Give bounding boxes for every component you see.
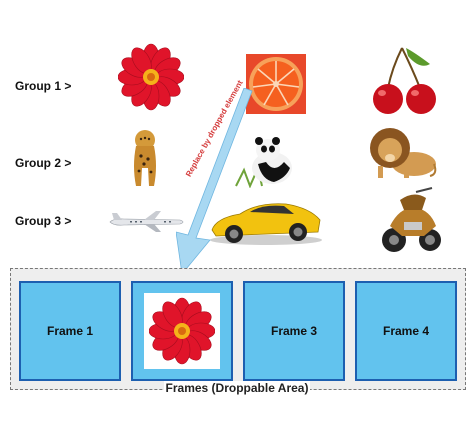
group-2-label: Group 2 > bbox=[15, 156, 72, 170]
orange-slice-image[interactable] bbox=[246, 54, 306, 114]
droppable-area-caption: Frames (Droppable Area) bbox=[0, 381, 474, 395]
frame-3-label: Frame 3 bbox=[270, 324, 318, 338]
group-1-label: Group 1 > bbox=[15, 79, 72, 93]
motorcycle-image[interactable] bbox=[380, 186, 444, 256]
drop-arrow-icon bbox=[176, 88, 253, 274]
cherries-image[interactable] bbox=[368, 42, 442, 118]
frame-1[interactable]: Frame 1 bbox=[19, 281, 121, 381]
frame-3[interactable]: Frame 3 bbox=[243, 281, 345, 381]
frame-2[interactable] bbox=[131, 281, 233, 381]
panda-image[interactable] bbox=[232, 134, 300, 188]
group-3-label: Group 3 > bbox=[15, 214, 72, 228]
sports-car-image[interactable] bbox=[206, 196, 326, 246]
frame-4[interactable]: Frame 4 bbox=[355, 281, 457, 381]
droppable-area[interactable]: Frame 1 bbox=[10, 268, 466, 390]
lion-image[interactable] bbox=[364, 124, 438, 180]
frame-4-label: Frame 4 bbox=[382, 324, 430, 338]
caption-text: Frames (Droppable Area) bbox=[163, 381, 311, 395]
red-flower-icon bbox=[149, 297, 215, 365]
airplane-image[interactable] bbox=[108, 210, 188, 234]
frame-1-label: Frame 1 bbox=[46, 324, 94, 338]
red-flower-image[interactable] bbox=[118, 42, 184, 112]
leopard-image[interactable] bbox=[128, 126, 162, 190]
dropped-flower-image[interactable] bbox=[144, 293, 220, 369]
